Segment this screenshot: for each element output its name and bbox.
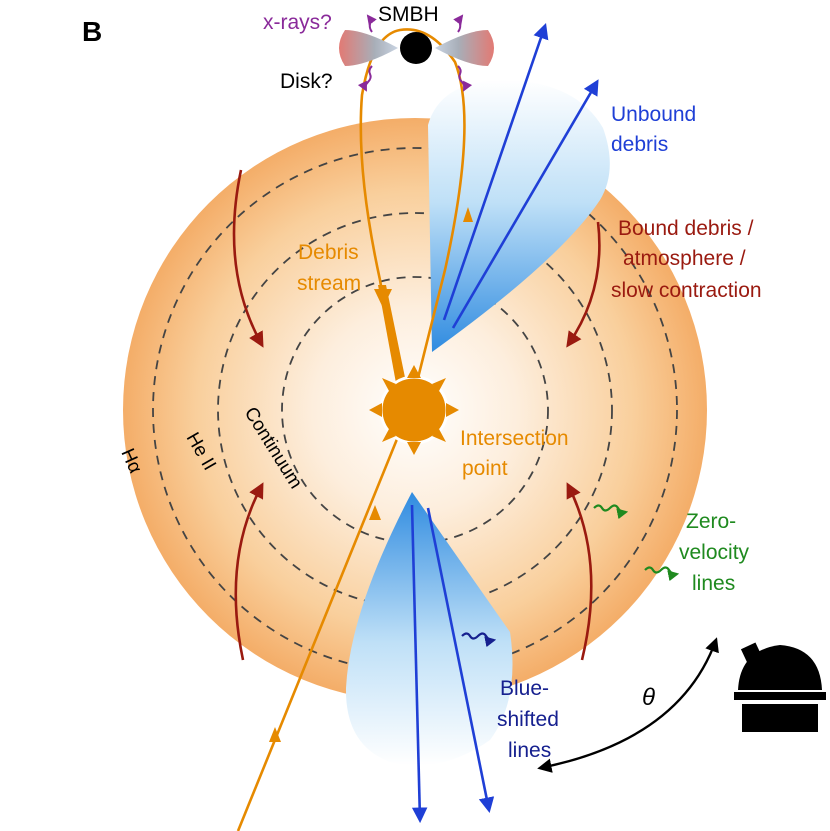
zero-velocity-wave-icon: [593, 504, 629, 520]
stream-label: Debris: [298, 241, 359, 264]
bound-label: atmosphere /: [623, 247, 746, 270]
debris-stream-incoming: [236, 411, 410, 831]
accretion-disk-right: [435, 30, 494, 66]
accretion-disk-left: [339, 30, 398, 66]
debris-stream-orbit: [359, 28, 466, 411]
xray-wave-icon: [453, 14, 464, 33]
blueshift-label: lines: [508, 739, 551, 762]
debris-stream-thick: [378, 285, 408, 394]
intersection-label: Intersection: [460, 427, 569, 450]
zero-velocity-label: Zero-: [686, 510, 736, 533]
intersection-point-icon: [369, 365, 459, 455]
halpha-ring: [152, 147, 678, 673]
zero-velocity-wave-icon: [644, 566, 680, 582]
lower-outflow-cone: [345, 492, 513, 766]
zero-velocity-label: velocity: [679, 541, 750, 564]
unbound-label: debris: [611, 133, 668, 156]
unbound-label: Unbound: [611, 103, 696, 126]
xray-wave-icon: [457, 65, 473, 92]
contraction-arrow: [566, 482, 593, 661]
contraction-arrow: [566, 221, 601, 348]
bound-label: Bound debris /: [618, 217, 754, 240]
blueshift-arrow: [426, 507, 495, 814]
blueshift-wave-icon: [461, 632, 497, 648]
blueshift-label: shifted: [497, 708, 559, 731]
blueshift-label: Blue-: [500, 677, 549, 700]
observatory-icon: [734, 642, 826, 732]
intersection-label: point: [462, 457, 508, 480]
zero-velocity-label: lines: [692, 572, 735, 595]
panel-label: B: [82, 16, 102, 47]
xray-wave-icon: [366, 14, 377, 33]
smbh-label: SMBH: [378, 3, 439, 26]
blueshift-arrow: [410, 504, 428, 824]
unbound-arrow: [442, 23, 549, 321]
bound-label: slow contraction: [611, 279, 762, 302]
stream-direction-marker: [463, 207, 473, 222]
stream-direction-marker: [374, 289, 392, 308]
smbh-icon: [400, 32, 432, 64]
stream-label: stream: [297, 272, 361, 295]
stream-direction-marker: [269, 727, 281, 742]
theta-label: θ: [642, 684, 655, 711]
xray-label: x-rays?: [263, 11, 332, 34]
contraction-arrow: [234, 482, 264, 661]
stream-direction-marker: [369, 505, 381, 520]
viewing-angle-arc: [537, 637, 719, 773]
disk-label: Disk?: [280, 70, 333, 93]
contraction-arrow: [232, 169, 264, 348]
unbound-arrow: [451, 79, 599, 329]
xray-wave-icon: [357, 65, 373, 92]
